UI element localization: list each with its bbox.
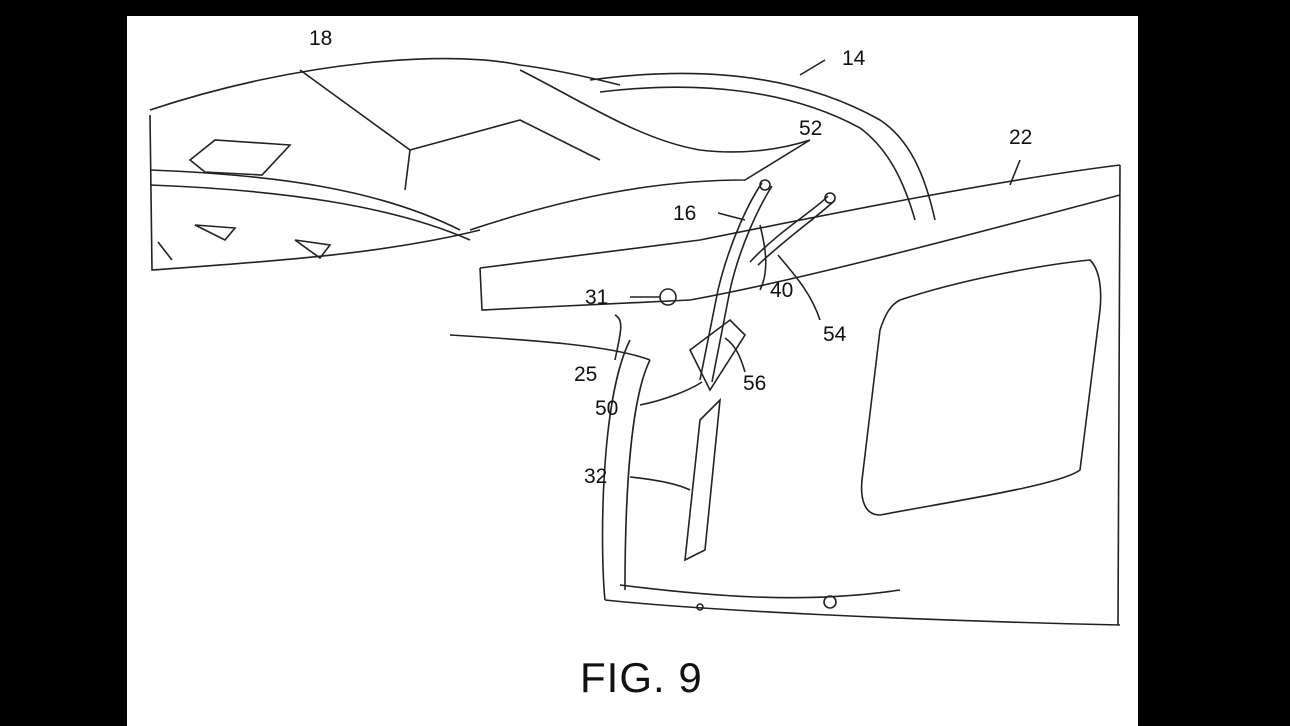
ref-label: 52 — [799, 117, 823, 140]
hinge-16 — [659, 179, 836, 562]
ref-label: 14 — [842, 47, 866, 70]
ref-label: 22 — [1009, 126, 1033, 149]
rear-deck-14 — [469, 69, 936, 231]
leader-lines — [614, 59, 1021, 491]
ref-label: 32 — [584, 465, 608, 488]
ref-label: 50 — [595, 397, 619, 420]
figure-caption: FIG. 9 — [580, 654, 703, 701]
ref-label: 56 — [743, 372, 767, 395]
quarter-panel-22 — [449, 164, 1121, 626]
ref-label: 54 — [823, 323, 847, 346]
ref-label: 16 — [673, 202, 697, 225]
ref-label: 25 — [574, 363, 598, 386]
patent-sheet — [127, 16, 1138, 726]
ref-label: 18 — [309, 27, 333, 50]
ref-label: 40 — [770, 279, 794, 302]
trunk-lid-18 — [149, 57, 621, 271]
ref-label: 31 — [585, 286, 609, 309]
